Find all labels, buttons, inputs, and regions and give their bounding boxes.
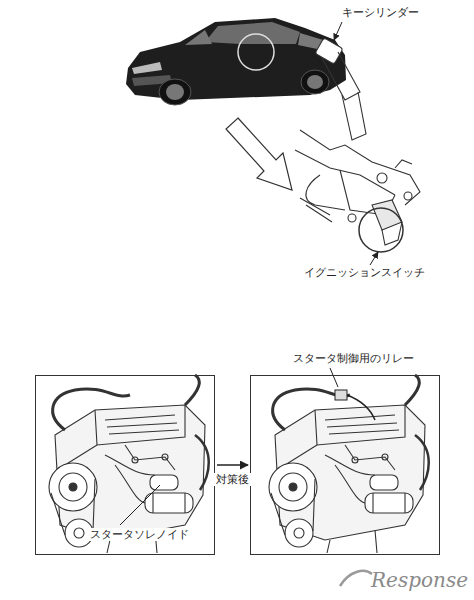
ignition-assembly	[295, 38, 420, 252]
relay-symbol	[335, 390, 347, 400]
part-label: イグニッションスイッチ	[302, 266, 427, 279]
pointer-arrow	[226, 118, 292, 190]
process-arrow	[217, 464, 248, 466]
part-label: スタータ制御用のリレー	[291, 352, 416, 365]
sedan-car	[126, 18, 346, 105]
leader-line	[334, 22, 342, 40]
leader-line	[330, 368, 338, 387]
engine-before	[49, 375, 209, 553]
watermark: Response	[369, 568, 470, 592]
engine-after	[269, 375, 429, 553]
part-label: スタータソレノイド	[88, 528, 191, 541]
leader-line	[120, 485, 160, 525]
edge-label: 対策後	[214, 473, 251, 486]
part-label: キーシリンダー	[340, 6, 421, 19]
leader-line	[370, 252, 378, 265]
engine-panel: スタータ制御用のリレー	[250, 375, 440, 555]
watermark-logo	[340, 571, 372, 586]
engine-panel: スタータソレノイド	[35, 375, 215, 555]
